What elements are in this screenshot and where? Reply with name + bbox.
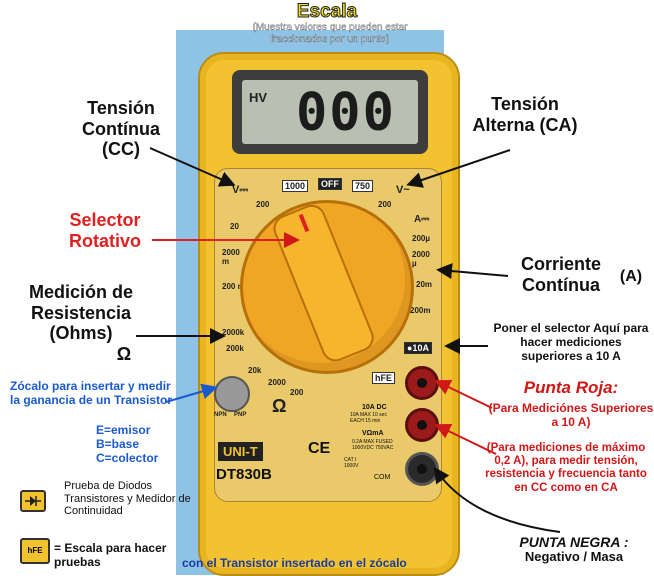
- lcd-hv-indicator: HV: [249, 90, 268, 105]
- escala-title: Escala: [296, 1, 358, 23]
- range-2000-left: 2000 m: [222, 248, 240, 266]
- dc-voltage-label: V⎓: [232, 184, 249, 196]
- range-20m: 20m: [416, 280, 433, 289]
- transistor-socket[interactable]: [214, 376, 250, 412]
- range-200u: 200µ: [412, 234, 430, 243]
- brand-logo: UNI-T: [218, 442, 263, 461]
- label-punta-roja-02a: (Para mediciones de máximo 0,2 A), para …: [485, 442, 647, 494]
- label-diodos: Prueba de Diodos Transistores y Medidor …: [64, 480, 191, 518]
- npn-label: NPN: [214, 412, 227, 418]
- range-750: 750: [352, 180, 374, 192]
- label-zocalo: Zócalo para insertar y medir la ganancia…: [10, 379, 173, 407]
- spec-fused: 0.2A MAX FUSED 1000VDC 750VAC: [352, 439, 394, 451]
- label-zocalo-c: C=colector: [96, 451, 159, 465]
- spec-10a: 10A DC: [362, 404, 387, 411]
- range-200-ohm: 200: [290, 388, 304, 397]
- label-punta-negra-sub: Negativo / Masa: [524, 549, 624, 564]
- jack-10a[interactable]: [405, 366, 439, 400]
- label-zocalo-e: E=emisor: [96, 423, 151, 437]
- escala-subtitle: (Muestra valores que pueden estar fracci…: [252, 22, 408, 45]
- diode-icon: [20, 490, 46, 512]
- label-selector: Selector Rotativo: [69, 210, 141, 251]
- label-poner-selector: Poner el selector Aquí para hacer medici…: [493, 321, 649, 363]
- range-2000k: 2000k: [222, 328, 245, 337]
- label-corriente-cc: Corriente Contínua: [520, 254, 601, 295]
- lcd-digits: 000: [296, 83, 396, 143]
- ohm-symbol-meter: Ω: [272, 396, 287, 416]
- label-tension-cc: Tensión Contínua (CC): [82, 98, 160, 160]
- ce-mark: CE: [308, 440, 331, 457]
- range-1000: 1000: [282, 180, 309, 192]
- label-punta-roja: Punta Roja:: [523, 378, 619, 397]
- pnp-label: PNP: [234, 412, 247, 418]
- range-200-top: 200: [256, 200, 270, 209]
- range-off: OFF: [318, 178, 342, 190]
- label-resistencia-symbol: Ω: [116, 344, 132, 364]
- ac-voltage-label: V~: [396, 184, 410, 196]
- com-label: COM: [374, 474, 391, 481]
- spec-10a-sub: 10A MAX 10 sec EACH 15 min: [350, 412, 387, 424]
- label-tension-ca: Tensión Alterna (CA): [472, 94, 578, 135]
- hfe-icon-text: hFE: [27, 546, 43, 555]
- label-punta-roja-10a: (Para Mediciónes Superiores a 10 A): [488, 401, 654, 429]
- label-escala-pruebas-2: con el Transistor insertado en el zócalo: [182, 556, 407, 570]
- label-punta-negra: PUNTA NEGRA :: [519, 534, 629, 550]
- hfe-icon: hFE: [20, 538, 50, 564]
- range-200m: 200m: [410, 306, 431, 315]
- label-resistencia: Medición de Resistencia (Ohms): [28, 282, 133, 344]
- current-a-label: A⎓: [414, 214, 430, 225]
- spec-cat: CAT I 1000V: [344, 457, 359, 469]
- range-2000-ohm: 2000: [268, 378, 286, 387]
- range-20: 20: [230, 222, 239, 231]
- range-200-right: 200: [378, 200, 392, 209]
- range-2000u: 2000 µ: [412, 250, 430, 268]
- jack-vohm-ma[interactable]: [405, 408, 439, 442]
- model-name: DT830B: [216, 466, 272, 483]
- lcd-display: [242, 80, 418, 144]
- label-escala-pruebas-1: = Escala para hacer pruebas: [54, 541, 167, 569]
- range-200m-left: 200 m: [222, 282, 245, 291]
- jack-com[interactable]: [405, 452, 439, 486]
- range-20k: 20k: [248, 366, 262, 375]
- hfe-range: hFE: [372, 372, 395, 384]
- range-200k: 200k: [226, 344, 244, 353]
- label-zocalo-b: B=base: [96, 437, 140, 451]
- range-10a: ●10A: [404, 342, 432, 354]
- label-corriente-a: (A): [619, 268, 643, 285]
- spec-vma: VΩmA: [362, 430, 384, 437]
